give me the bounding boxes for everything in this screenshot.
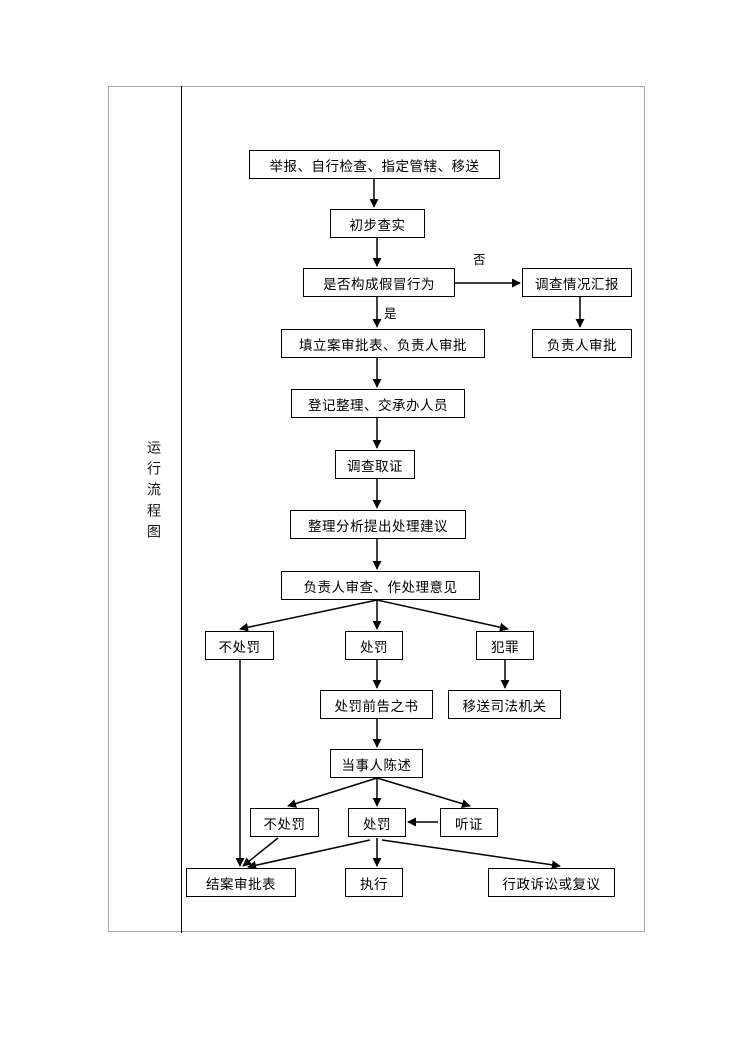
flow-node-crime[interactable]: 犯罪	[476, 631, 534, 660]
flow-node-leader-approval-right[interactable]: 负责人审批	[532, 329, 632, 358]
flow-node-case-closing-form[interactable]: 结案审批表	[186, 868, 296, 897]
flow-node-no-penalty-lower[interactable]: 不处罚	[250, 808, 319, 837]
flow-node-analysis-proposal[interactable]: 整理分析提出处理建议	[290, 510, 466, 539]
edge-label-no: 否	[473, 252, 486, 267]
flow-node-administrative-litigation[interactable]: 行政诉讼或复议	[488, 868, 615, 897]
edge-label-yes: 是	[384, 306, 397, 321]
table-column-divider	[181, 86, 182, 933]
flow-node-decision-counterfeit[interactable]: 是否构成假冒行为	[303, 268, 455, 297]
flow-node-hearing[interactable]: 听证	[440, 808, 498, 837]
row-label-operation-flowchart: 运行流程图	[145, 440, 161, 545]
flow-node-investigation-report[interactable]: 调查情况汇报	[522, 268, 632, 297]
flow-node-no-penalty-upper[interactable]: 不处罚	[205, 631, 274, 660]
flow-node-pre-penalty-notice[interactable]: 处罚前告之书	[320, 690, 433, 719]
flow-node-preliminary-verification[interactable]: 初步查实	[330, 209, 425, 238]
flow-node-party-statement[interactable]: 当事人陈述	[330, 749, 423, 778]
flow-node-penalty-lower[interactable]: 处罚	[348, 808, 406, 837]
flow-node-register-assign-handler[interactable]: 登记整理、交承办人员	[291, 389, 465, 418]
flow-node-leader-review-opinion[interactable]: 负责人审查、作处理意见	[281, 571, 480, 600]
flow-node-execution[interactable]: 执行	[345, 868, 403, 897]
flow-node-transfer-judicial-organ[interactable]: 移送司法机关	[448, 690, 561, 719]
flow-node-collect-evidence[interactable]: 调查取证	[335, 450, 415, 479]
table-outer-frame	[108, 86, 645, 932]
flow-node-penalty-upper[interactable]: 处罚	[345, 631, 403, 660]
connector-group	[235, 179, 585, 870]
flow-node-report-self-inspection[interactable]: 举报、自行检查、指定管辖、移送	[249, 150, 500, 179]
flow-node-file-case-approval-form[interactable]: 填立案审批表、负责人审批	[281, 329, 485, 358]
